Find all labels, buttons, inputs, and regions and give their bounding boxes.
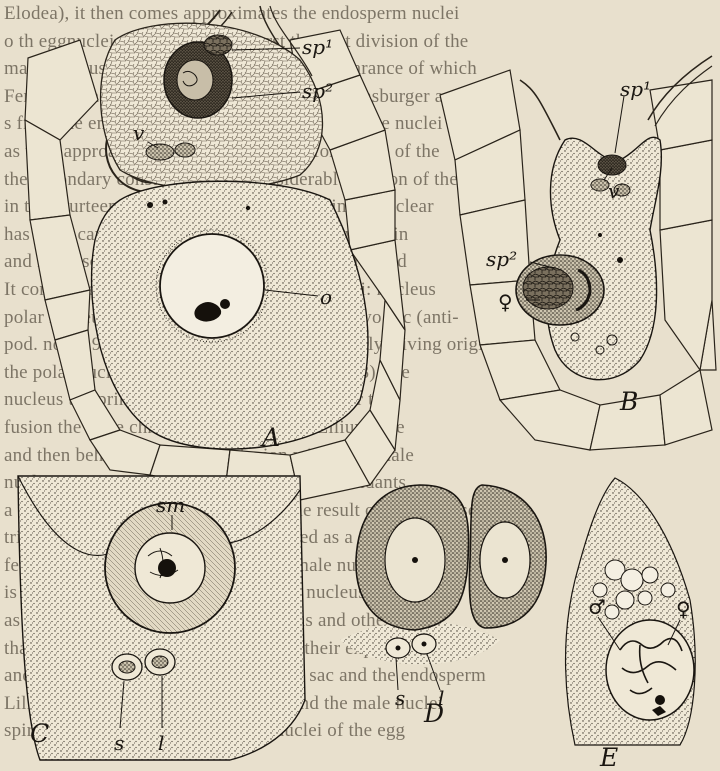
label-a-sp1: sp¹ <box>302 35 333 59</box>
label-a-sp2: sp² <box>302 79 333 103</box>
panel-letter-d: D <box>423 699 444 728</box>
panel-letter-a: A <box>260 423 280 452</box>
label-e-female: ♀ <box>676 597 691 621</box>
label-b-v: v <box>608 179 620 203</box>
panel-c: sm s l C <box>18 476 305 760</box>
label-e-male: ♂ <box>588 595 606 619</box>
label-c-s: s <box>114 731 124 755</box>
label-c-sm: sm <box>156 493 185 517</box>
label-a-o: o <box>320 285 332 309</box>
panel-a: sp¹ sp² v o A <box>25 6 405 500</box>
panel-e: ♂ ♀ E <box>566 478 696 771</box>
label-d-s: s <box>395 686 405 710</box>
panel-letter-b: B <box>619 387 638 416</box>
label-b-female: ♀ <box>498 290 513 314</box>
label-c-l: l <box>158 731 164 755</box>
label-a-v: v <box>133 121 145 145</box>
panel-d: s l D <box>340 485 546 728</box>
panel-b: sp¹ v sp² ♀ B <box>440 56 716 450</box>
panel-letter-c: C <box>30 719 49 748</box>
label-b-sp2: sp² <box>486 247 517 271</box>
label-b-sp1: sp¹ <box>620 77 651 101</box>
panel-letter-e: E <box>599 743 618 771</box>
